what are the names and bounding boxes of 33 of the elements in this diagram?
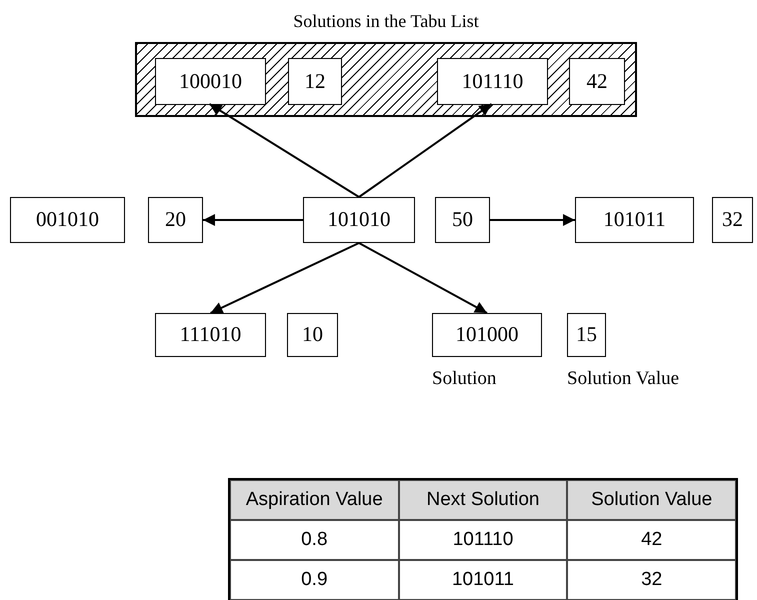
table-cell: 0.9 [230,560,399,600]
value-box: 50 [435,197,490,243]
table-cell: 0.8 [230,520,399,560]
box-caption: Solution [432,367,496,391]
table-cell: 42 [567,520,736,560]
value-box: 111010 [155,313,266,357]
value-box: 20 [148,197,203,243]
header-cell: Solution Value [567,480,736,520]
hatched-band [135,42,637,117]
box-caption: Solution Value [567,367,680,391]
value-box: 42 [569,58,625,105]
arrow [490,214,575,226]
table-cell: 101011 [398,560,568,600]
header-cell: Aspiration Value [230,480,399,520]
table-cell: 32 [567,560,736,600]
value-box: 101110 [437,58,548,105]
table-cell: 101110 [398,520,568,560]
value-box: 12 [288,58,342,105]
value-box: 10 [287,313,338,357]
value-box: 15 [567,313,606,357]
arrow [203,214,303,226]
value-box: 101011 [575,197,694,243]
arrow [210,242,360,314]
value-box: 101010 [303,197,415,243]
value-box: 001010 [10,197,125,243]
arrow [358,242,488,314]
value-box: 101000 [432,313,542,357]
arrow [358,103,492,198]
header-cell: Next Solution [398,480,568,520]
value-box: 100010 [155,58,266,105]
value-box: 32 [712,197,753,243]
arrow [208,103,360,198]
heading: Solutions in the Tabu List [292,10,480,33]
